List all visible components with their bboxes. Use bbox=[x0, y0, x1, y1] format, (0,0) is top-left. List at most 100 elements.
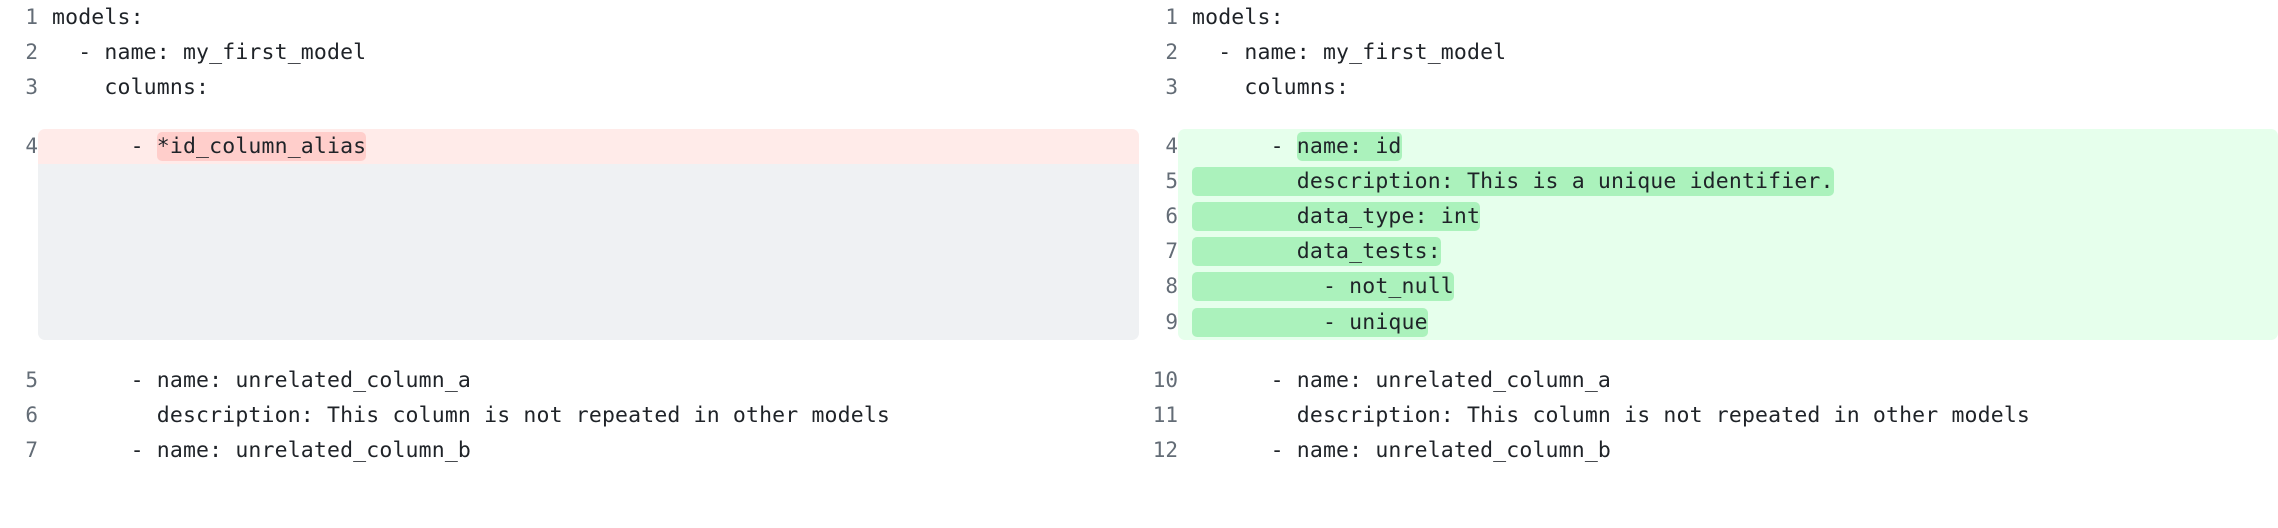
diff-line-content[interactable]: - unique bbox=[1178, 304, 2278, 340]
code-text: - name: id bbox=[1178, 129, 1402, 164]
code-prefix: columns: bbox=[1192, 75, 1350, 101]
diff-line-content[interactable]: - name: unrelated_column_a bbox=[38, 363, 1139, 398]
code-prefix: models: bbox=[1192, 5, 1284, 30]
code-prefix: columns: bbox=[52, 75, 210, 101]
line-number: 10 bbox=[1152, 367, 1178, 392]
diff-line-content[interactable]: description: This column is not repeated… bbox=[38, 398, 1139, 433]
diff-line-context[interactable]: 1 models: bbox=[0, 0, 1139, 35]
diff-line-addition[interactable]: 7 data_tests: bbox=[1140, 234, 2278, 270]
diff-line-content[interactable]: - name: my_first_model bbox=[1178, 35, 2278, 70]
line-number: 4 bbox=[25, 133, 38, 158]
line-number: 2 bbox=[1165, 40, 1178, 65]
diff-line-context[interactable]: 12 - name: unrelated_column_b bbox=[1140, 433, 2278, 468]
code-word-highlight: - unique bbox=[1192, 307, 1428, 337]
code-prefix: - name: unrelated_column_a bbox=[52, 367, 472, 393]
code-text: - name: unrelated_column_b bbox=[38, 433, 471, 468]
code-word-highlight: - not_null bbox=[1192, 272, 1454, 302]
code-text: - name: unrelated_column_a bbox=[1178, 363, 1611, 398]
code-text: models: bbox=[38, 0, 144, 35]
diff-line-context[interactable]: 1 models: bbox=[1140, 0, 2278, 35]
line-number: 3 bbox=[1165, 75, 1178, 100]
code-prefix: - name: my_first_model bbox=[52, 40, 367, 66]
diff-line-context[interactable]: 2 - name: my_first_model bbox=[1140, 35, 2278, 70]
diff-line-context[interactable]: 10 - name: unrelated_column_a bbox=[1140, 363, 2278, 398]
diff-gap bbox=[1140, 340, 2278, 363]
code-prefix: - bbox=[52, 133, 157, 159]
code-word-highlight: name: id bbox=[1296, 131, 1402, 161]
code-text: - name: unrelated_column_a bbox=[38, 363, 471, 398]
diff-line-content[interactable]: description: This column is not repeated… bbox=[1178, 398, 2278, 433]
code-text: - unique bbox=[1178, 305, 1428, 340]
diff-line-content[interactable]: - *id_column_alias bbox=[38, 128, 1139, 164]
line-number: 12 bbox=[1152, 438, 1178, 463]
line-number: 6 bbox=[25, 402, 38, 427]
code-prefix: description: This column is not repeated… bbox=[1192, 402, 2031, 428]
diff-line-context[interactable]: 3 columns: bbox=[1140, 70, 2278, 105]
diff-filler-block bbox=[38, 163, 1139, 340]
line-number: 7 bbox=[1165, 239, 1178, 264]
diff-line-content[interactable]: - name: unrelated_column_b bbox=[38, 433, 1139, 468]
diff-line-content[interactable]: columns: bbox=[1178, 70, 2278, 105]
diff-line-content[interactable]: - name: unrelated_column_a bbox=[1178, 363, 2278, 398]
code-prefix: models: bbox=[52, 5, 144, 30]
diff-line-addition[interactable]: 9 - unique bbox=[1140, 304, 2278, 340]
line-number: 1 bbox=[1165, 5, 1178, 29]
diff-line-content[interactable]: data_type: int bbox=[1178, 198, 2278, 235]
code-text: data_type: int bbox=[1178, 199, 1481, 234]
diff-line-context[interactable]: 6 description: This column is not repeat… bbox=[0, 398, 1139, 433]
code-text: data_tests: bbox=[1178, 234, 1441, 269]
code-prefix: - bbox=[1192, 133, 1297, 159]
code-text: - name: my_first_model bbox=[1178, 35, 1506, 70]
code-prefix: - name: unrelated_column_b bbox=[1192, 438, 1612, 464]
line-number: 7 bbox=[25, 438, 38, 463]
code-text: - name: my_first_model bbox=[38, 35, 366, 70]
code-text: models: bbox=[1178, 0, 1284, 35]
diff-line-content[interactable]: data_tests: bbox=[1178, 234, 2278, 270]
code-text: - not_null bbox=[1178, 269, 1454, 304]
line-number: 9 bbox=[1165, 309, 1178, 334]
line-number: 11 bbox=[1152, 402, 1178, 427]
diff-line-content[interactable]: models: bbox=[1178, 0, 2278, 35]
line-number: 5 bbox=[1165, 168, 1178, 193]
code-text: description: This is a unique identifier… bbox=[1178, 164, 1834, 199]
diff-line-addition[interactable]: 5 description: This is a unique identifi… bbox=[1140, 163, 2278, 199]
diff-gap bbox=[0, 106, 1139, 129]
diff-line-content[interactable]: - name: id bbox=[1178, 128, 2278, 164]
diff-line-content[interactable]: description: This is a unique identifier… bbox=[1178, 163, 2278, 199]
diff-line-deletion[interactable]: 4 - *id_column_alias bbox=[0, 128, 1139, 164]
diff-line-context[interactable]: 7 - name: unrelated_column_b bbox=[0, 433, 1139, 468]
code-text: description: This column is not repeated… bbox=[38, 398, 890, 433]
diff-line-content[interactable]: models: bbox=[38, 0, 1139, 35]
code-text: - *id_column_alias bbox=[38, 129, 367, 164]
code-prefix: - name: unrelated_column_a bbox=[1192, 367, 1612, 393]
diff-line-addition[interactable]: 8 - not_null bbox=[1140, 269, 2278, 305]
diff-line-context[interactable]: 2 - name: my_first_model bbox=[0, 35, 1139, 70]
diff-gap bbox=[1140, 106, 2278, 129]
diff-line-content[interactable]: - name: my_first_model bbox=[38, 35, 1139, 70]
line-number: 5 bbox=[25, 367, 38, 392]
line-number: 1 bbox=[25, 5, 38, 29]
code-text: columns: bbox=[38, 70, 209, 105]
code-word-highlight: description: This is a unique identifier… bbox=[1192, 166, 1834, 196]
diff-gap bbox=[0, 340, 1139, 363]
diff-line-addition[interactable]: 6 data_type: int bbox=[1140, 198, 2278, 235]
diff-line-content[interactable]: columns: bbox=[38, 70, 1139, 105]
code-text: columns: bbox=[1178, 70, 1349, 105]
line-number: 3 bbox=[25, 75, 38, 100]
diff-line-context[interactable]: 11 description: This column is not repea… bbox=[1140, 398, 2278, 433]
code-text: description: This column is not repeated… bbox=[1178, 398, 2030, 433]
diff-line-content[interactable]: - name: unrelated_column_b bbox=[1178, 433, 2278, 468]
line-number: 2 bbox=[25, 40, 38, 65]
diff-line-content[interactable]: - not_null bbox=[1178, 269, 2278, 305]
code-prefix: description: This column is not repeated… bbox=[52, 402, 891, 428]
line-number: 6 bbox=[1165, 203, 1178, 228]
diff-line-context[interactable]: 3 columns: bbox=[0, 70, 1139, 105]
diff-line-addition[interactable]: 4 - name: id bbox=[1140, 128, 2278, 164]
diff-line-context[interactable]: 5 - name: unrelated_column_a bbox=[0, 363, 1139, 398]
code-text: - name: unrelated_column_b bbox=[1178, 433, 1611, 468]
